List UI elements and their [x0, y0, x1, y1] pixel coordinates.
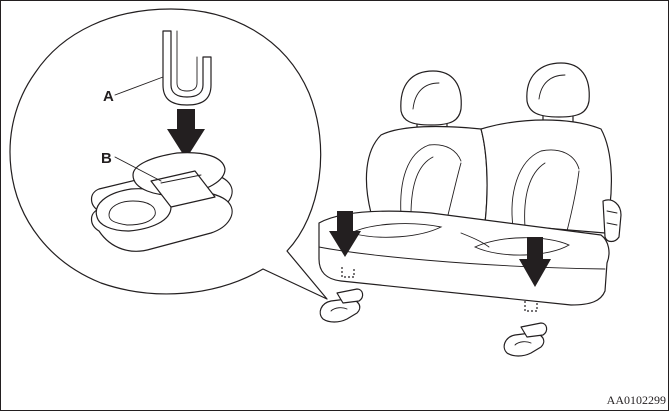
child-seat-anchor-icon: [320, 289, 362, 322]
child-seat-anchor-icon: [504, 323, 546, 356]
anchor-mark-right: [525, 301, 537, 311]
label-a: A: [103, 88, 114, 105]
headrest-right: [527, 63, 589, 117]
backrest-left: [366, 127, 487, 223]
headrest-left: [401, 71, 461, 125]
rear-seat: [319, 63, 621, 311]
figure-code: AA0102299: [607, 393, 666, 407]
backrest-right: [481, 120, 611, 233]
label-b: B: [101, 150, 112, 167]
